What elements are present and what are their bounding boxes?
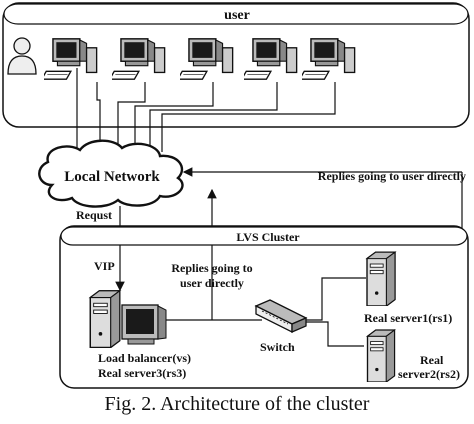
switch-rs2-link xyxy=(306,321,364,347)
local-network-label: Local Network xyxy=(64,169,160,185)
replies-top-label: Replies going to user directly xyxy=(318,169,466,183)
user-box xyxy=(2,2,470,128)
switch-icon xyxy=(254,299,308,334)
real-server2-icon xyxy=(366,329,396,382)
user-box-header xyxy=(3,3,469,25)
load-balancer-label-1: Load balancer(vs) xyxy=(98,351,191,365)
user-connections xyxy=(76,68,336,152)
switch-label: Switch xyxy=(260,340,295,354)
request-label: Requst xyxy=(76,208,112,222)
rs2-label-2: server2(rs2) xyxy=(398,367,460,381)
user-group: user xyxy=(2,2,470,128)
user-box-title: user xyxy=(224,8,250,23)
person-icon xyxy=(7,37,37,75)
replies-mid-label-1: Replies going to xyxy=(171,261,252,275)
load-balancer-label-2: Real server3(rs3) xyxy=(98,366,186,380)
figure-caption: Fig. 2. Architecture of the cluster xyxy=(104,393,370,415)
lvs-cluster-box xyxy=(59,225,469,389)
replies-mid-label-2: user directly xyxy=(180,276,244,290)
vip-label: VIP xyxy=(94,259,115,273)
rs1-label: Real server1(rs1) xyxy=(364,311,452,325)
rs2-label-1: Real xyxy=(420,353,444,367)
real-server1-icon xyxy=(366,251,396,306)
switch-rs1-link xyxy=(306,277,366,321)
load-balancer-icon xyxy=(89,290,167,348)
lvs-cluster-group: LVS Cluster VIP Replies going to user di… xyxy=(59,225,469,389)
lvs-cluster-title: LVS Cluster xyxy=(236,230,300,244)
lvs-cluster-header xyxy=(60,226,468,246)
local-network-cloud: Local Network xyxy=(38,139,184,208)
